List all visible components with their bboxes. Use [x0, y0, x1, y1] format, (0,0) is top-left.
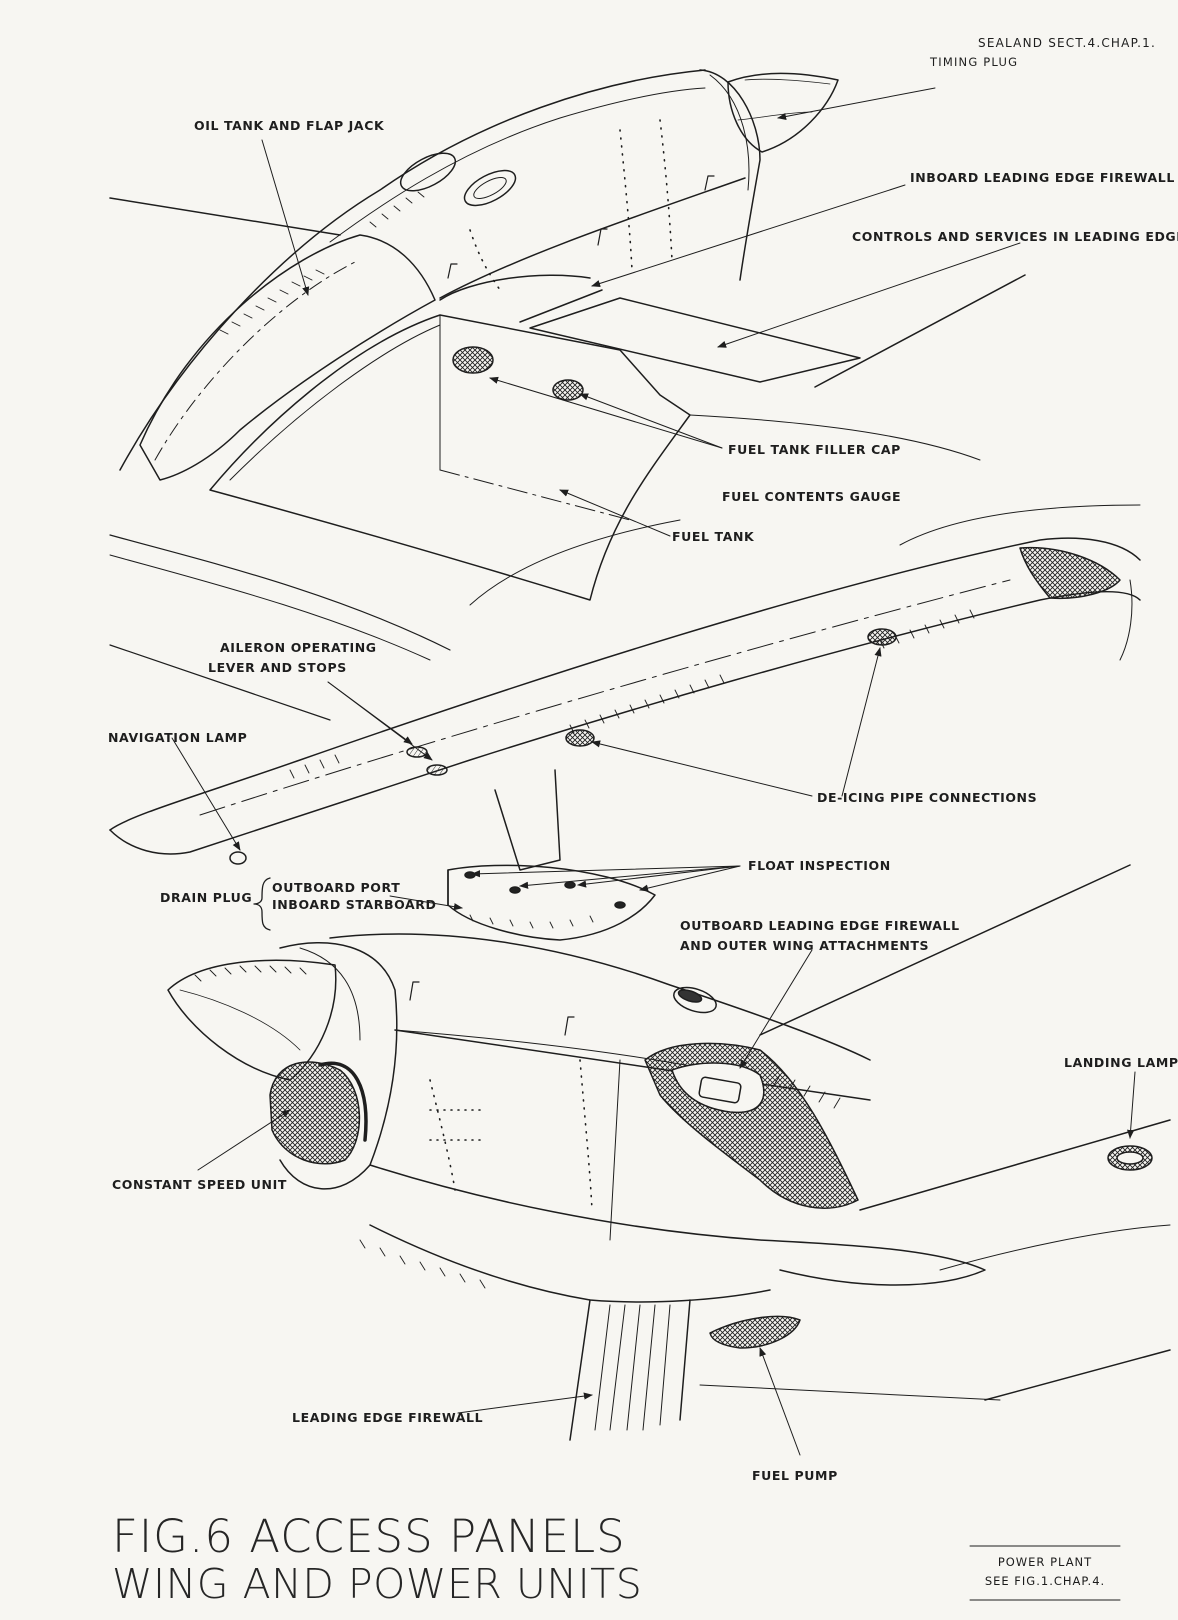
label-float-inspection: FLOAT INSPECTION	[748, 858, 891, 873]
upper-nacelle	[109, 69, 1026, 661]
lower-nacelle	[167, 864, 1171, 1441]
section-reference: SEALAND SECT.4.CHAP.1.	[978, 36, 1156, 50]
label-leading-edge-firewall: LEADING EDGE FIREWALL	[292, 1410, 484, 1425]
outer-wing	[109, 504, 1141, 941]
figure-title-line2: WING AND POWER UNITS	[112, 1560, 643, 1608]
label-fuel-gauge: FUEL CONTENTS GAUGE	[722, 489, 902, 504]
label-fuel-tank: FUEL TANK	[672, 529, 755, 544]
label-constant-speed-unit: CONSTANT SPEED UNIT	[112, 1177, 287, 1192]
reference-line2: SEE FIG.1.CHAP.4.	[984, 1574, 1106, 1588]
label-aileron-2: LEVER AND STOPS	[208, 660, 347, 675]
label-landing-lamp: LANDING LAMP	[1064, 1055, 1178, 1070]
label-deicing: DE-ICING PIPE CONNECTIONS	[817, 790, 1038, 805]
label-outboard-firewall-1: OUTBOARD LEADING EDGE FIREWALL	[680, 918, 960, 933]
drain-plug-brace	[253, 877, 271, 931]
label-navigation-lamp: NAVIGATION LAMP	[108, 730, 248, 745]
label-timing-plug: TIMING PLUG	[930, 55, 1019, 69]
label-drain-plug: DRAIN PLUG	[160, 890, 253, 905]
reference-line1: POWER PLANT	[997, 1555, 1093, 1569]
label-oil-tank: OIL TANK AND FLAP JACK	[194, 118, 385, 133]
label-controls-services: CONTROLS AND SERVICES IN LEADING EDGE	[852, 229, 1178, 244]
label-fuel-pump: FUEL PUMP	[752, 1468, 838, 1483]
label-inboard-starboard: INBOARD STARBOARD	[272, 897, 437, 912]
label-inboard-firewall: INBOARD LEADING EDGE FIREWALL	[910, 170, 1175, 185]
leader-lines	[171, 87, 1136, 1456]
label-outboard-firewall-2: AND OUTER WING ATTACHMENTS	[680, 938, 930, 953]
figure-title-line1: FIG.6 ACCESS PANELS	[112, 1510, 626, 1563]
label-fuel-filler: FUEL TANK FILLER CAP	[728, 442, 901, 457]
label-aileron-1: AILERON OPERATING	[220, 640, 377, 655]
label-outboard-port: OUTBOARD PORT	[272, 880, 401, 895]
